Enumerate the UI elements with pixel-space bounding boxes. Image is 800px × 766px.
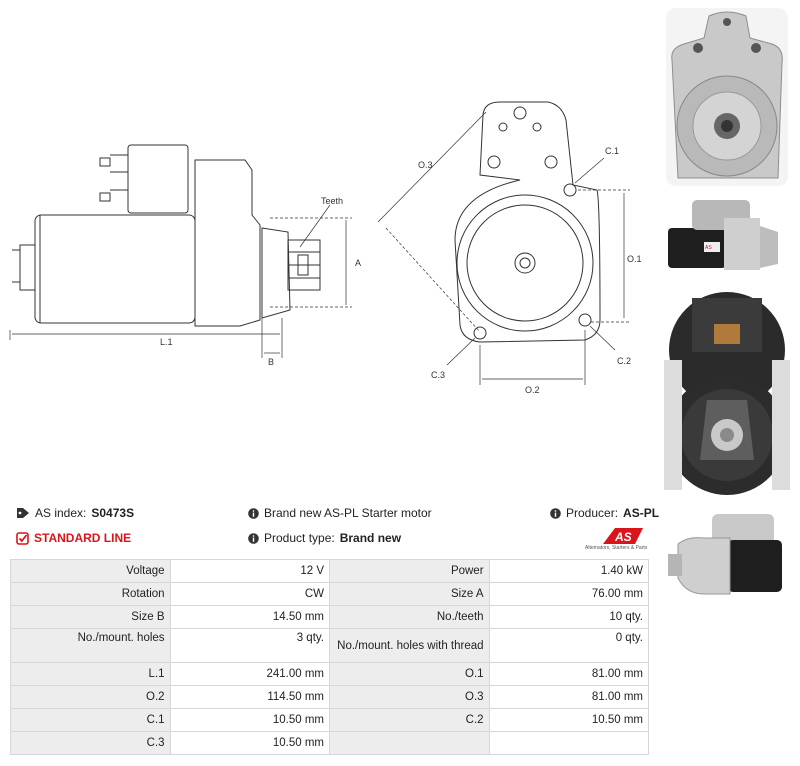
spec-label: C.3: [10, 731, 171, 755]
table-row: C.1 10.50 mm C.2 10.50 mm: [10, 708, 650, 732]
mounting-flange-outline: [454, 101, 601, 343]
spec-value: 0 qty.: [488, 628, 650, 663]
spec-value: 3 qty.: [169, 628, 331, 663]
spec-label: C.1: [10, 708, 171, 732]
dim-l1-label: L.1: [160, 337, 173, 347]
spec-value: 76.00 mm: [488, 582, 650, 606]
product-type-value: Brand new: [339, 531, 402, 545]
line-row: STANDARD LINE: [16, 531, 131, 545]
spec-value: 12 V: [169, 559, 331, 583]
as-index-label: AS index:: [35, 506, 87, 520]
spec-label: O.3: [329, 685, 490, 709]
photo-perspective: [668, 514, 782, 595]
drive-housing-outline: [194, 159, 261, 327]
spec-value: 10.50 mm: [169, 731, 331, 755]
standard-line-label: STANDARD LINE: [34, 531, 132, 545]
spec-label: No./mount. holes: [10, 628, 171, 663]
spec-label: C.2: [329, 708, 490, 732]
photo-drive-end: [666, 8, 788, 186]
spec-label: No./teeth: [329, 605, 490, 629]
housing-face-outline: [456, 194, 594, 332]
table-row: No./mount. holes 3 qty. No./mount. holes…: [10, 628, 650, 663]
dim-c2-label: C.2: [617, 356, 631, 366]
technical-drawing: Teeth A L.1 B O.1 O.2 O.3 C.1 C.2 C.3: [9, 101, 642, 395]
spec-label: Size A: [329, 582, 490, 606]
producer-row: Producer: AS-PL: [550, 506, 659, 520]
spec-label: [329, 731, 490, 755]
spec-value: CW: [169, 582, 331, 606]
spec-value: 81.00 mm: [488, 685, 650, 709]
dim-c1-label: C.1: [605, 146, 619, 156]
spec-value: 1.40 kW: [488, 559, 650, 583]
dim-o2-label: O.2: [525, 385, 540, 395]
description-row: Brand new AS-PL Starter motor: [248, 506, 432, 520]
logo-tagline: Alternators, Starters & Parts: [585, 545, 648, 551]
spec-value: [488, 731, 650, 755]
dim-a-label: A: [355, 258, 361, 268]
spec-value: 81.00 mm: [488, 662, 650, 686]
tag-icon: [17, 508, 29, 518]
photo-side: AS: [668, 200, 778, 270]
solenoid-outline: [127, 144, 189, 214]
spec-value: 14.50 mm: [169, 605, 331, 629]
spec-label: O.2: [10, 685, 171, 709]
spec-label: L.1: [10, 662, 171, 686]
spec-value: 10.50 mm: [169, 708, 331, 732]
table-row: Size B 14.50 mm No./teeth 10 qty.: [10, 605, 650, 629]
photo-commutator-end: [664, 292, 790, 495]
mount-hole-c1: [563, 183, 577, 197]
motor-body-outline: [34, 214, 196, 324]
spec-label: O.1: [329, 662, 490, 686]
table-row: Voltage 12 V Power 1.40 kW: [10, 559, 650, 583]
table-row: C.3 10.50 mm: [10, 731, 650, 755]
spec-label: Rotation: [10, 582, 171, 606]
spec-value: 241.00 mm: [169, 662, 331, 686]
spec-value: 114.50 mm: [169, 685, 331, 709]
as-index-value: S0473S: [91, 506, 135, 520]
spec-value: 10 qty.: [488, 605, 650, 629]
logo-mark-text: AS: [614, 530, 632, 544]
spec-label: Voltage: [10, 559, 171, 583]
as-pl-logo: AS Alternators, Starters & Parts: [585, 527, 651, 553]
product-description: Brand new AS-PL Starter motor: [264, 506, 432, 520]
svg-text:AS: AS: [705, 245, 712, 251]
producer-label: Producer:: [566, 506, 619, 520]
spec-label: Size B: [10, 605, 171, 629]
producer-value: AS-PL: [623, 506, 660, 520]
product-type-row: Product type: Brand new: [248, 531, 401, 545]
table-row: Rotation CW Size A 76.00 mm: [10, 582, 650, 606]
dim-c3-label: C.3: [431, 370, 445, 380]
spec-value: 10.50 mm: [488, 708, 650, 732]
info-circle-icon: [248, 507, 259, 519]
mount-hole-c3: [473, 326, 487, 340]
as-index-row: AS index: S0473S: [16, 506, 134, 520]
info-circle-icon: [550, 507, 561, 519]
logo-mark: AS: [603, 528, 643, 544]
dim-o3-label: O.3: [418, 160, 433, 170]
table-row: L.1 241.00 mm O.1 81.00 mm: [10, 662, 650, 686]
info-circle-icon: [248, 532, 259, 544]
product-type-label: Product type:: [264, 531, 335, 545]
table-row: O.2 114.50 mm O.3 81.00 mm: [10, 685, 650, 709]
dim-b-label: B: [268, 357, 274, 367]
product-photos: AS: [660, 0, 800, 610]
dim-o1-label: O.1: [627, 254, 642, 264]
mount-hole-c2: [578, 313, 592, 327]
spec-table: Voltage 12 V Power 1.40 kW Rotation CW S…: [10, 559, 650, 755]
starter-motor-drawing: Teeth A L.1 B O.1 O.2 O.3 C.1 C.2 C.3: [9, 101, 642, 395]
spec-label: Power: [329, 559, 490, 583]
product-info: AS index: S0473S STANDARD LINE Brand new…: [10, 503, 659, 553]
check-square-icon: [16, 531, 29, 545]
spec-label: No./mount. holes with thread: [329, 628, 490, 663]
teeth-label: Teeth: [321, 196, 343, 206]
